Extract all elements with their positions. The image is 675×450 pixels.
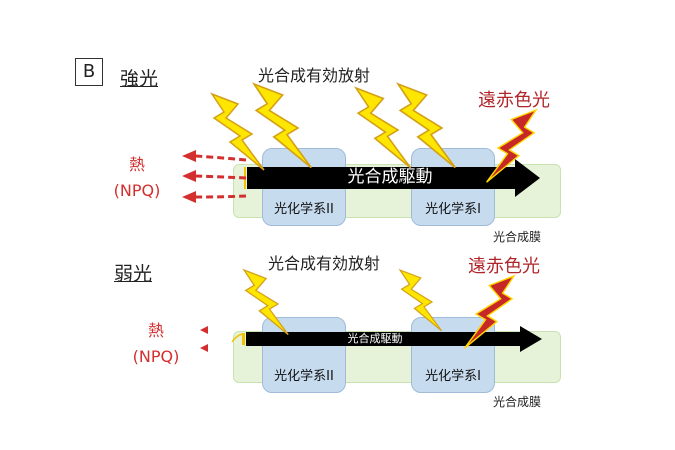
par-label-top: 光合成有効放射 <box>258 66 371 85</box>
npq-text-bottom: (NPQ) <box>132 347 180 366</box>
par-lightning-icon-4 <box>397 83 457 169</box>
far-red-label-bottom: 遠赤色光 <box>468 256 540 277</box>
heat-label-bottom: 熱 (NPQ) <box>128 318 184 370</box>
par-lightning-icon-3 <box>355 87 412 169</box>
photosystem-ii-label-top: 光化学系II <box>274 202 334 217</box>
panel-label: B <box>75 58 103 86</box>
photosystem-i-label-bottom: 光化学系I <box>425 369 481 384</box>
drive-label-bottom: 光合成駆動 <box>347 332 403 345</box>
photosystem-i-label-top: 光化学系I <box>425 202 481 217</box>
heat-text-top: 熱 <box>128 155 145 174</box>
drive-label-top: 光合成駆動 <box>347 167 433 187</box>
strong-light-label: 強光 <box>120 68 159 90</box>
npq-text-top: (NPQ) <box>113 181 161 200</box>
par-label-bottom: 光合成有効放射 <box>268 254 381 273</box>
heat-arrows-bottom <box>200 326 208 352</box>
heat-arrows-top <box>195 154 247 199</box>
par-lightning-icon-2 <box>253 83 313 169</box>
membrane-label-top: 光合成膜 <box>493 230 542 244</box>
weak-light-label: 弱光 <box>114 263 153 285</box>
photosystem-ii-bottom: 光化学系II <box>262 317 346 393</box>
heat-text-bottom: 熱 <box>147 321 164 340</box>
heat-arrowheads-top <box>182 150 196 203</box>
par-lightning-icon-5 <box>243 269 289 336</box>
photosystem-ii-label-bottom: 光化学系II <box>274 369 334 384</box>
heat-source-line-bottom <box>231 333 243 343</box>
far-red-label-top: 遠赤色光 <box>478 90 550 111</box>
heat-label-top: 熱 (NPQ) <box>110 152 164 204</box>
par-lightning-icon-6 <box>399 269 443 332</box>
membrane-label-bottom: 光合成膜 <box>493 395 542 409</box>
